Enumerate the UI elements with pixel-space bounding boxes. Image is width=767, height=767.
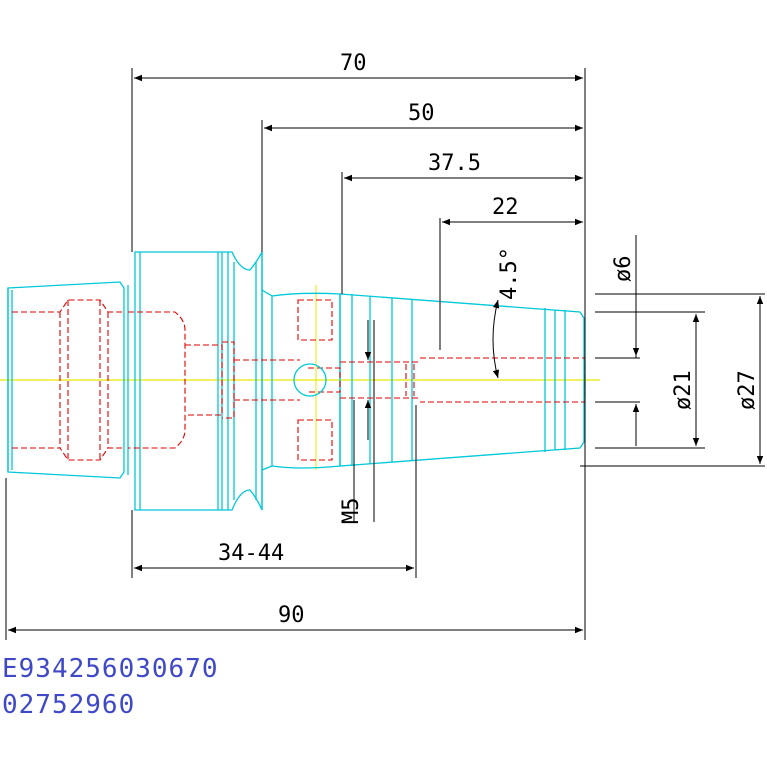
dim-34-44: 34-44 xyxy=(218,541,284,566)
part-outline xyxy=(7,251,585,511)
dim-50: 50 xyxy=(408,101,435,126)
dim-m5: M5 xyxy=(339,498,364,525)
dimension-lines xyxy=(5,68,765,640)
hidden-features xyxy=(12,299,586,461)
dim-phi27: ø27 xyxy=(735,370,760,410)
dim-90: 90 xyxy=(278,603,305,628)
dim-phi6: ø6 xyxy=(611,256,636,283)
dim-37-5: 37.5 xyxy=(428,151,481,176)
order-number: 02752960 xyxy=(2,690,136,720)
ball-feature xyxy=(293,363,327,397)
dim-22: 22 xyxy=(492,195,519,220)
part-number: E934256030670 xyxy=(2,654,219,684)
dim-phi21: ø21 xyxy=(671,370,696,410)
dim-angle: 4.5° xyxy=(497,247,522,300)
dim-70: 70 xyxy=(340,51,367,76)
